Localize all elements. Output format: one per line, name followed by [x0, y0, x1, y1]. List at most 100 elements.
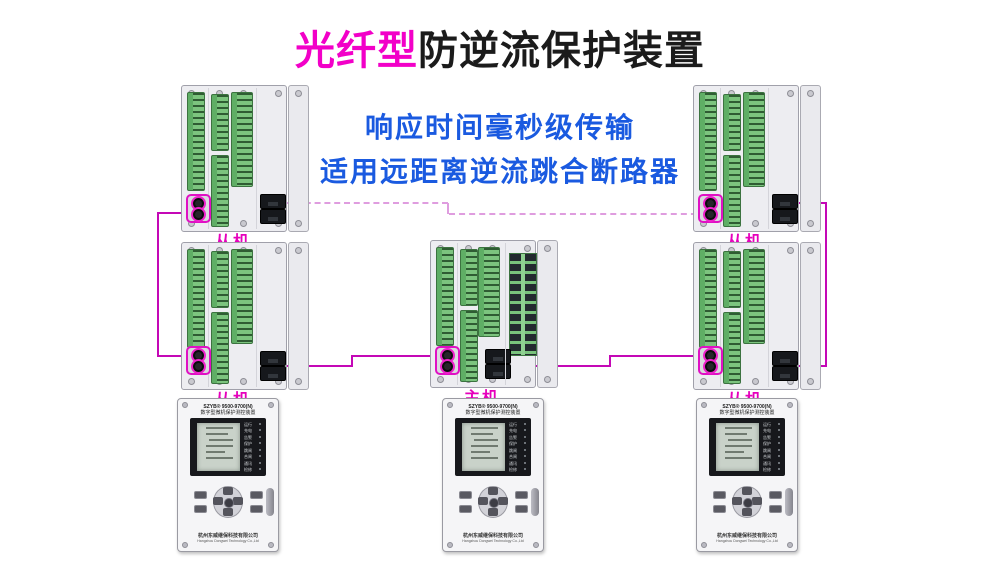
left-arrow-key[interactable] — [732, 497, 742, 505]
function-key[interactable] — [459, 505, 472, 513]
led-indicator-label: 合闸 — [508, 454, 527, 459]
function-key[interactable] — [769, 505, 782, 513]
lcd-screen — [462, 423, 505, 471]
device-back-panel-slave: 从机 — [181, 242, 309, 409]
fiber-port-icon — [191, 207, 206, 222]
ethernet-port — [260, 366, 286, 381]
screw-icon — [544, 376, 551, 383]
right-arrow-key[interactable] — [498, 497, 508, 505]
enter-key[interactable] — [224, 498, 234, 508]
led-indicator-label: 运行 — [508, 422, 527, 427]
fiber-link-solid — [609, 355, 611, 367]
enter-key[interactable] — [743, 498, 753, 508]
screw-icon — [275, 90, 282, 97]
led-indicator-label: 运行 — [243, 422, 262, 427]
screw-icon — [807, 378, 814, 385]
panel-handle — [266, 488, 274, 516]
function-key[interactable] — [250, 505, 263, 513]
terminal-block — [723, 155, 741, 227]
function-key[interactable] — [713, 505, 726, 513]
up-arrow-key[interactable] — [742, 487, 752, 495]
back-panel-body — [181, 85, 287, 232]
left-arrow-key[interactable] — [213, 497, 223, 505]
down-arrow-key[interactable] — [223, 508, 233, 516]
device-back-panel-slave: 从机 — [693, 85, 821, 251]
navigation-keypad[interactable] — [478, 486, 508, 518]
panel-handle — [785, 488, 793, 516]
terminal-block — [187, 249, 205, 348]
fiber-link-dashed — [197, 202, 448, 204]
led-indicator-label: 合闸 — [243, 454, 262, 459]
screw-icon — [268, 402, 274, 408]
left-arrow-key[interactable] — [478, 497, 488, 505]
function-key[interactable] — [515, 505, 528, 513]
right-arrow-key[interactable] — [752, 497, 762, 505]
back-panel-body — [693, 242, 799, 390]
device-front-panel: SZYB® 9500-9700(N) 数字型微机保护测控装置 运行充电告警保护跳… — [442, 398, 544, 552]
ethernet-port — [772, 366, 798, 381]
terminal-block — [436, 247, 454, 346]
terminal-block — [211, 94, 229, 151]
terminal-block — [743, 92, 765, 187]
led-indicator-column: 运行充电告警保护跳闸合闸通讯检修 — [243, 422, 262, 472]
function-key[interactable] — [250, 491, 263, 499]
front-panel-header: SZYB® 9500-9700(N) 数字型微机保护测控装置 — [178, 404, 278, 416]
down-arrow-key[interactable] — [742, 508, 752, 516]
fiber-port-icon — [440, 359, 455, 374]
page-title: 光纤型防逆流保护装置 — [0, 18, 1000, 76]
device-type-text: 数字型微机保护测控装置 — [200, 410, 256, 416]
screw-icon — [188, 378, 195, 385]
lcd-screen — [197, 423, 240, 471]
front-panel-header: SZYB® 9500-9700(N) 数字型微机保护测控装置 — [697, 404, 797, 416]
function-key[interactable] — [713, 491, 726, 499]
navigation-keypad[interactable] — [213, 486, 243, 518]
led-indicator-label: 通讯 — [243, 461, 262, 466]
blank-slot-panel — [800, 85, 821, 232]
terminal-block — [187, 92, 205, 191]
screw-icon — [295, 90, 302, 97]
screw-terminal-grid — [509, 253, 537, 356]
led-indicator-label: 跳闸 — [243, 448, 262, 453]
screw-icon — [752, 220, 759, 227]
terminal-block — [723, 94, 741, 151]
up-arrow-key[interactable] — [488, 487, 498, 495]
function-key[interactable] — [515, 491, 528, 499]
led-indicator-label: 告警 — [762, 435, 781, 440]
led-indicator-column: 运行充电告警保护跳闸合闸通讯检修 — [508, 422, 527, 472]
function-key[interactable] — [194, 505, 207, 513]
lcd-screen — [716, 423, 759, 471]
screw-icon — [787, 402, 793, 408]
front-panel-header: SZYB® 9500-9700(N) 数字型微机保护测控装置 — [443, 404, 543, 416]
ethernet-port — [485, 349, 511, 364]
screw-icon — [295, 247, 302, 254]
right-arrow-key[interactable] — [233, 497, 243, 505]
led-indicator-label: 检修 — [508, 467, 527, 472]
terminal-block — [211, 251, 229, 308]
navigation-keypad[interactable] — [732, 486, 762, 518]
device-back-panel-slave: 从机 — [693, 242, 821, 409]
terminal-block — [460, 249, 478, 306]
back-panel-body — [430, 240, 537, 388]
lcd-bezel: 运行充电告警保护跳闸合闸通讯检修 — [709, 418, 785, 476]
terminal-block — [743, 249, 765, 344]
blank-slot-panel — [288, 242, 309, 390]
fiber-port-group — [435, 346, 460, 375]
ethernet-port — [772, 194, 798, 209]
fiber-port-icon — [191, 359, 206, 374]
up-arrow-key[interactable] — [223, 487, 233, 495]
down-arrow-key[interactable] — [488, 508, 498, 516]
function-key[interactable] — [459, 491, 472, 499]
screw-icon — [182, 542, 188, 548]
function-key[interactable] — [194, 491, 207, 499]
function-key[interactable] — [769, 491, 782, 499]
fiber-link-dashed — [449, 213, 707, 215]
fiber-link-solid — [351, 355, 353, 367]
screw-icon — [533, 402, 539, 408]
led-indicator-label: 通讯 — [508, 461, 527, 466]
fiber-link-solid — [158, 212, 197, 214]
terminal-block — [699, 92, 717, 191]
led-indicator-label: 充电 — [762, 428, 781, 433]
enter-key[interactable] — [489, 498, 499, 508]
screw-icon — [182, 402, 188, 408]
